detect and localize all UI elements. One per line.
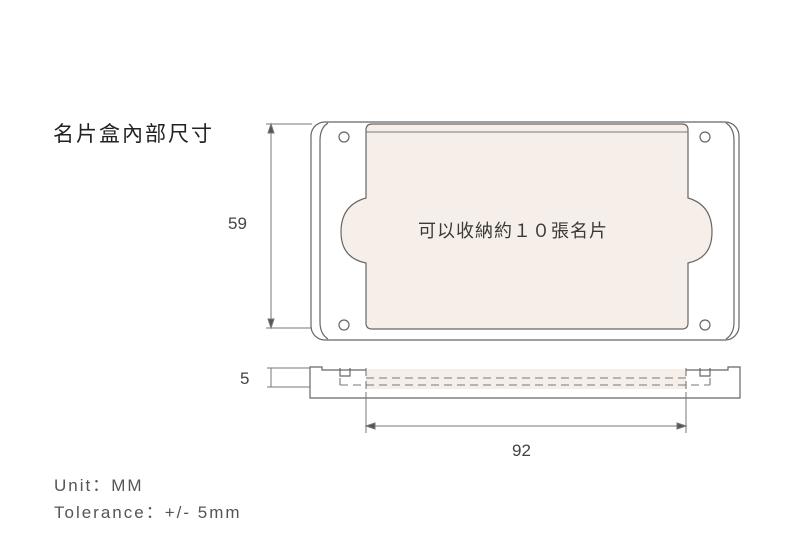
capacity-label: 可以收納約１０張名片 — [418, 221, 608, 242]
width-dimension — [364, 392, 688, 433]
tolerance-note: Tolerance：+/- 5mm — [54, 503, 242, 522]
drawing-title: 名片盒內部尺寸 — [53, 122, 214, 146]
height-dimension-label: 59 — [228, 214, 247, 233]
right-clip — [699, 368, 711, 377]
arrow-down-icon — [267, 318, 275, 330]
side-cavity — [366, 369, 686, 389]
side-hidden-lines — [339, 368, 711, 390]
screw-hole-icon — [338, 319, 350, 331]
width-dimension-label: 92 — [512, 441, 531, 460]
notes-block: Unit：MM Tolerance：+/- 5mm — [54, 472, 242, 526]
left-rail-line — [319, 122, 329, 340]
outer-box-outline — [310, 121, 740, 341]
screw-hole-icon — [699, 319, 711, 331]
arrow-right-icon — [676, 422, 688, 430]
screw-hole-icon — [338, 131, 350, 143]
screw-hole-icon — [699, 131, 711, 143]
top-view — [310, 121, 740, 341]
thickness-dimension — [267, 367, 310, 388]
right-rail-line — [725, 122, 735, 340]
arrow-up-icon — [267, 122, 275, 134]
inner-cavity — [340, 123, 713, 330]
unit-note: Unit：MM — [54, 476, 144, 495]
thickness-dimension-label: 5 — [240, 369, 250, 388]
side-view — [309, 366, 741, 399]
side-outline — [309, 366, 741, 399]
left-clip — [339, 368, 351, 377]
arrow-left-icon — [364, 422, 376, 430]
height-dimension — [266, 122, 312, 330]
